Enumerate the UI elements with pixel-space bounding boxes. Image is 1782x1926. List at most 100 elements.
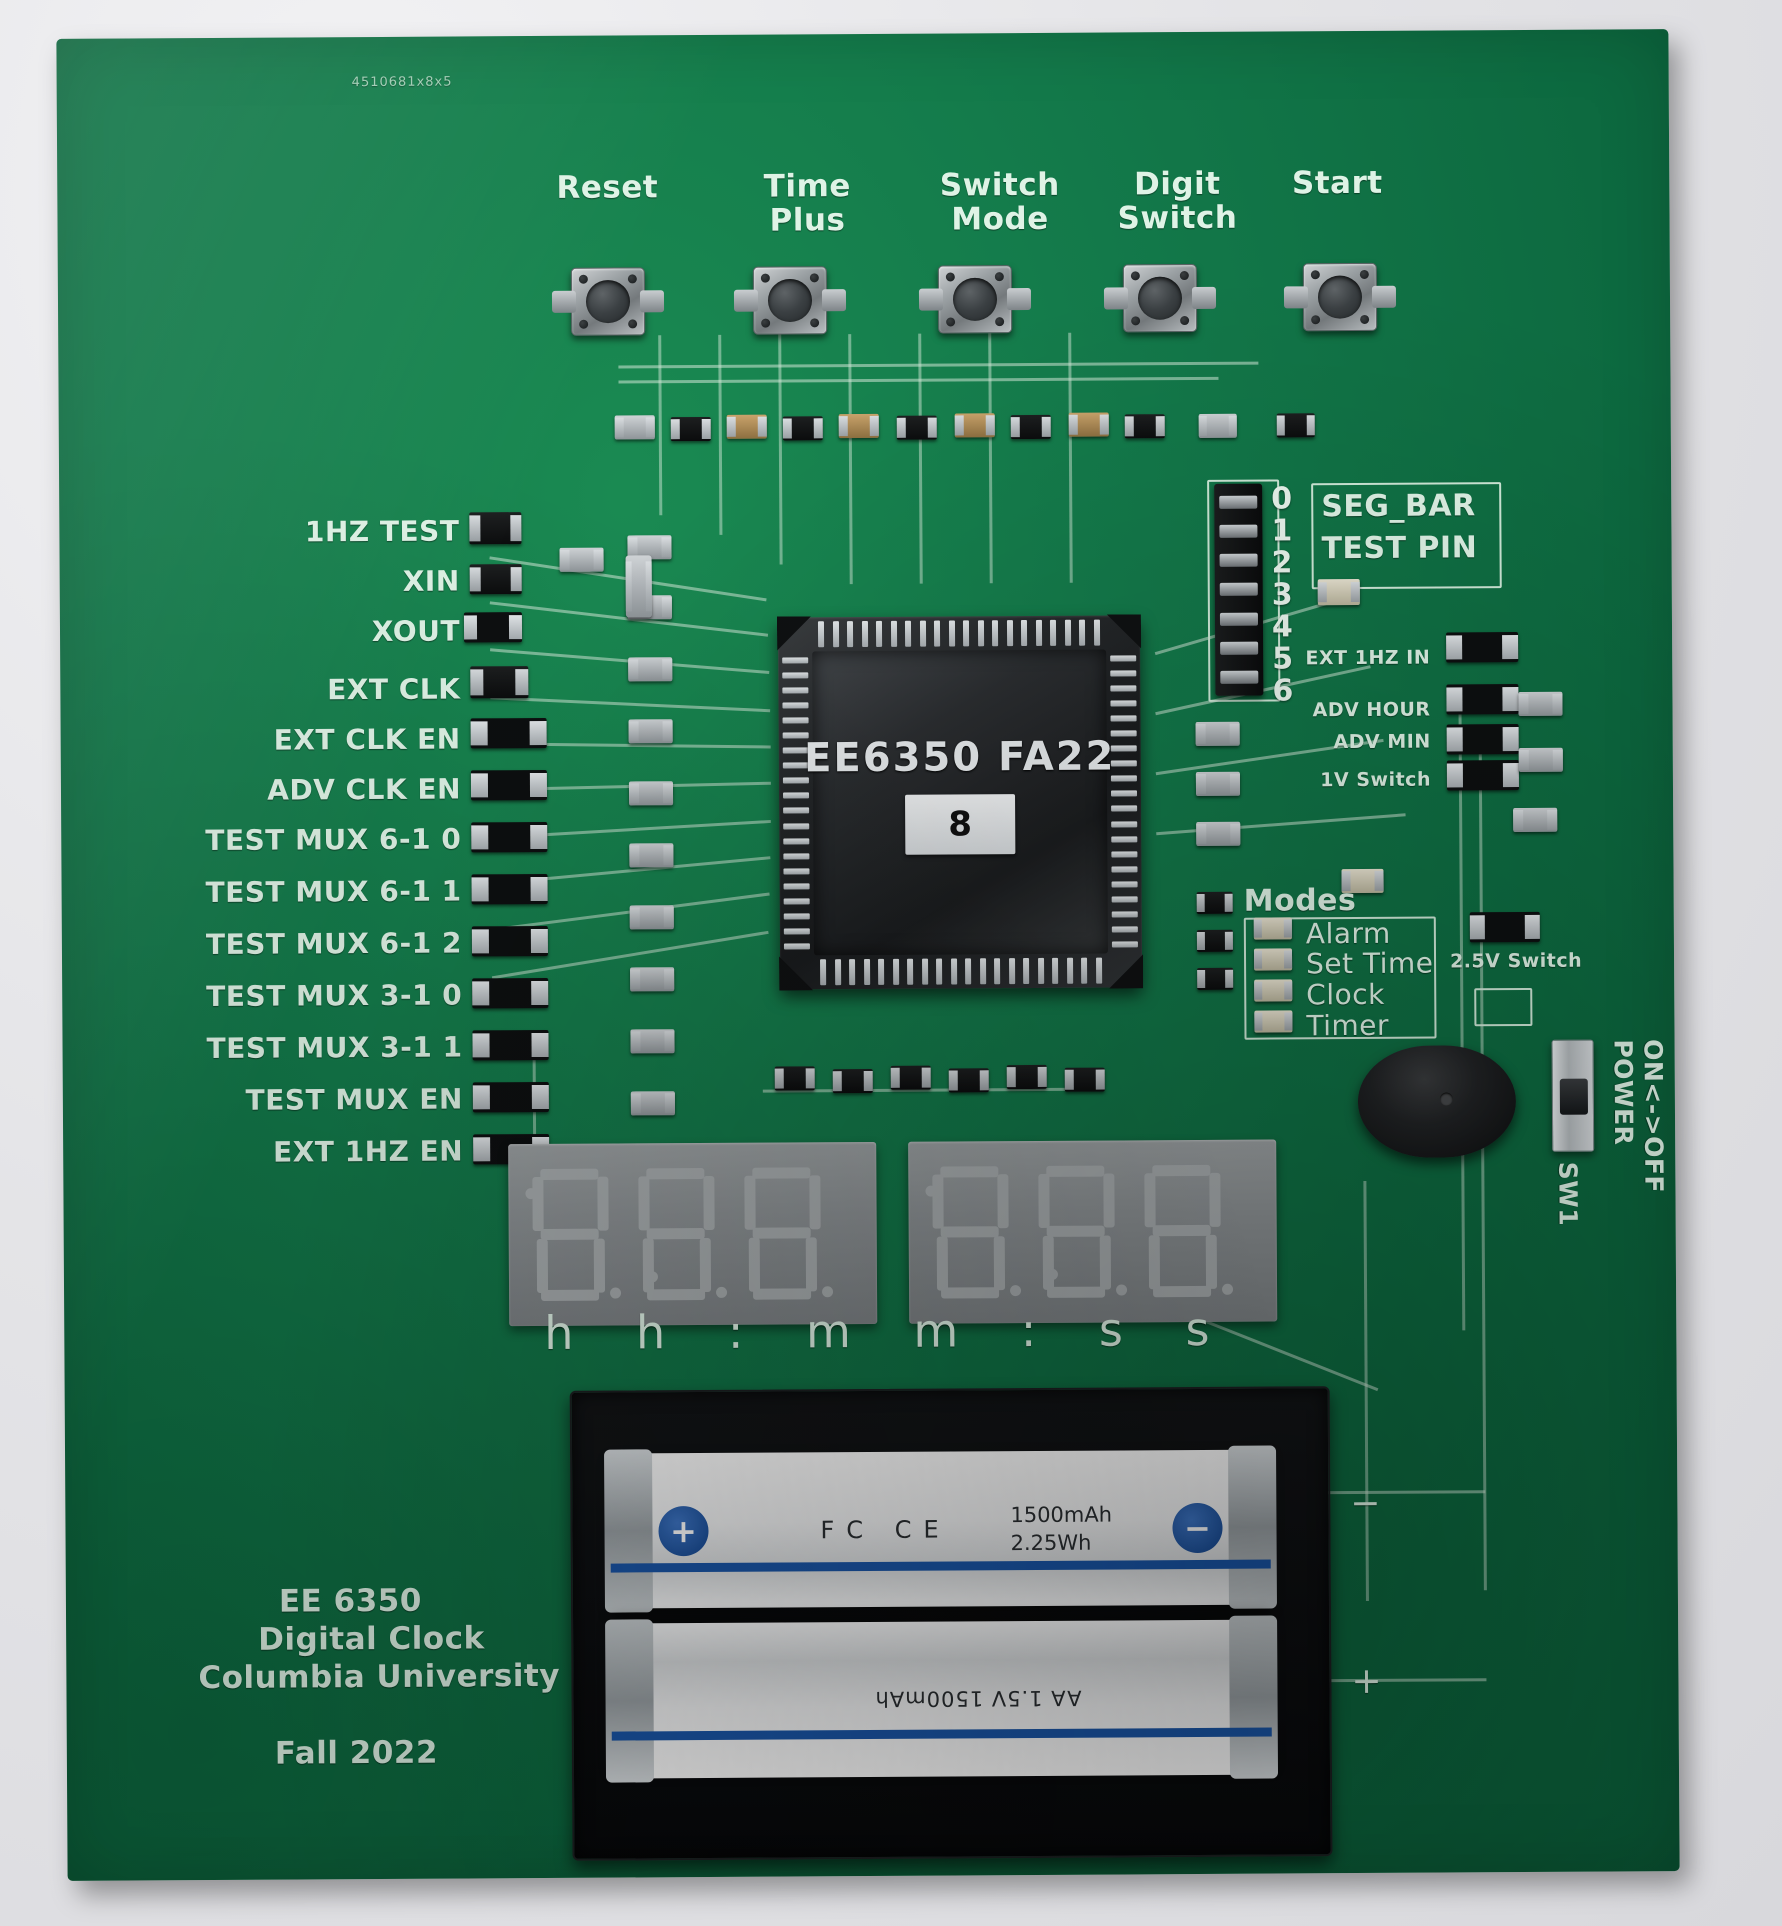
test-point-label-test-mux-3-1-0: TEST MUX 3-1 0 bbox=[206, 978, 463, 1014]
test-point-label-ext-1hz-en: EXT 1HZ EN bbox=[272, 1134, 464, 1169]
board-batch-marking: 4510681x8x5 bbox=[351, 74, 453, 91]
battery-cap-left bbox=[1229, 1615, 1279, 1779]
segbar-title-line2: TEST PIN bbox=[1321, 530, 1478, 567]
jumper-1v-switch[interactable] bbox=[1446, 760, 1520, 791]
segbar-title-line1: SEG_BAR bbox=[1321, 488, 1476, 525]
jumper-label-ext-1hz-in: EXT 1HZ IN bbox=[1305, 646, 1431, 670]
button-label-reset: Reset bbox=[556, 169, 659, 206]
display-module-right bbox=[908, 1139, 1278, 1324]
test-point-label-test-mux-6-1-1: TEST MUX 6-1 1 bbox=[205, 874, 462, 910]
title-term: Fall 2022 bbox=[274, 1734, 439, 1772]
mode-label-clock: Clock bbox=[1306, 977, 1385, 1012]
digit-switch-button[interactable] bbox=[1103, 263, 1217, 333]
jumper-label-adv-min: ADV MIN bbox=[1333, 730, 1431, 754]
test-point-label-test-mux-en: TEST MUX EN bbox=[245, 1082, 463, 1117]
switch-mode-button[interactable] bbox=[918, 265, 1032, 334]
test-pad-outline bbox=[1474, 987, 1533, 1027]
jumper-ext-1hz-in[interactable] bbox=[1446, 632, 1519, 663]
button-label-time-plus: Time Plus bbox=[763, 168, 851, 239]
reset-button[interactable] bbox=[551, 267, 665, 336]
mode-label-timer: Timer bbox=[1306, 1008, 1390, 1043]
seven-segment-digit bbox=[926, 1166, 1022, 1299]
qfp-pins-left bbox=[782, 657, 810, 950]
indicator-led bbox=[1317, 578, 1360, 606]
battery-terminal-plus: + bbox=[658, 1505, 709, 1556]
seven-segment-digit bbox=[1138, 1164, 1234, 1298]
modes-heading: Modes bbox=[1243, 883, 1357, 919]
jumper-adv-min[interactable] bbox=[1446, 724, 1519, 755]
battery-cap-left bbox=[604, 1449, 654, 1613]
battery-terminal-minus: − bbox=[1172, 1502, 1223, 1553]
test-point-label-ext-clk-en: EXT CLK EN bbox=[273, 722, 461, 757]
seven-segment-digit bbox=[526, 1168, 622, 1302]
button-label-switch-mode: Switch Mode bbox=[939, 166, 1060, 238]
switch-mode-button-plunger[interactable] bbox=[952, 277, 998, 321]
power-switch-knob[interactable] bbox=[1559, 1078, 1588, 1115]
jumper-adv-hour[interactable] bbox=[1446, 684, 1519, 715]
start-button-plunger[interactable] bbox=[1317, 275, 1363, 319]
test-point-label-xout: XOUT bbox=[371, 614, 461, 649]
power-switch-ref: SW1 bbox=[1553, 1161, 1583, 1227]
display-dot bbox=[925, 1185, 937, 1197]
button-label-start: Start bbox=[1291, 164, 1383, 202]
board-polarity-plus: + bbox=[1351, 1660, 1383, 1703]
chip-sticker: 8 bbox=[905, 794, 1016, 855]
switch-2v5[interactable] bbox=[1469, 911, 1540, 943]
battery-energy: 2.25Wh bbox=[1010, 1530, 1092, 1556]
start-button[interactable] bbox=[1283, 262, 1397, 332]
seven-segment-digit bbox=[738, 1167, 834, 1300]
battery-cell-bottom: AA 1.5V 1500mAh bbox=[605, 1615, 1279, 1783]
segbar-test-pin-header[interactable] bbox=[1214, 483, 1264, 696]
solder-leg bbox=[551, 290, 577, 313]
test-point-label-test-mux-6-1-0: TEST MUX 6-1 0 bbox=[205, 822, 462, 858]
battery-cert-marks: FC CE bbox=[820, 1515, 951, 1545]
buzzer-sound-hole bbox=[1440, 1092, 1454, 1106]
button-label-digit-switch: Digit Switch bbox=[1117, 165, 1238, 237]
segbar-pin-number-4: 4 bbox=[1271, 609, 1293, 645]
segbar-pin-number-0: 0 bbox=[1271, 481, 1293, 517]
qfp-pins-right bbox=[1110, 655, 1138, 948]
battery-cell-top: + − FC CE 1500mAh 2.25Wh bbox=[604, 1445, 1277, 1613]
test-point-label-adv-clk-en: ADV CLK EN bbox=[267, 772, 462, 807]
mode-label-alarm: Alarm bbox=[1305, 916, 1391, 951]
title-institution: Columbia University bbox=[198, 1657, 561, 1697]
battery-cap-right bbox=[605, 1619, 655, 1783]
battery-cap-right bbox=[1228, 1445, 1277, 1609]
battery-capacity: 1500mAh bbox=[1010, 1502, 1113, 1528]
power-slide-switch[interactable] bbox=[1551, 1039, 1595, 1152]
chip-marking: EE6350 FA22 bbox=[804, 733, 1116, 782]
test-point-label-xin: XIN bbox=[402, 564, 460, 598]
segbar-pin-number-1: 1 bbox=[1271, 513, 1293, 549]
switch-2v5-label: 2.5V Switch bbox=[1449, 949, 1583, 973]
mode-label-set-time: Set Time bbox=[1305, 946, 1434, 981]
segbar-pin-number-3: 3 bbox=[1271, 577, 1293, 613]
reset-button-plunger[interactable] bbox=[585, 279, 631, 324]
solder-leg bbox=[639, 290, 665, 313]
power-direction-label: ON<->OFF bbox=[1638, 1039, 1669, 1194]
jumper-label-adv-hour: ADV HOUR bbox=[1312, 698, 1431, 722]
time-plus-button-plunger[interactable] bbox=[767, 278, 813, 323]
battery-bottom-text: AA 1.5V 1500mAh bbox=[874, 1685, 1082, 1711]
display-module-left bbox=[508, 1141, 878, 1327]
display-caption: h h : m m : s s bbox=[544, 1301, 1234, 1360]
jumper-label-1v-switch: 1V Switch bbox=[1320, 768, 1432, 792]
pcb-board: 4510681x8x5 Reset Time Plus bbox=[56, 29, 1680, 1881]
test-point-label-test-mux-6-1-2: TEST MUX 6-1 2 bbox=[205, 926, 463, 962]
test-point-label-1hz-test: 1HZ TEST bbox=[304, 514, 460, 549]
test-point-label-test-mux-3-1-1: TEST MUX 3-1 1 bbox=[206, 1030, 463, 1066]
digit-switch-button-plunger[interactable] bbox=[1137, 276, 1183, 320]
display-dot bbox=[1046, 1268, 1058, 1280]
qfp-pins-bottom bbox=[820, 957, 1102, 986]
segbar-pin-number-2: 2 bbox=[1271, 545, 1293, 581]
display-dot bbox=[646, 1271, 658, 1283]
test-point-label-ext-clk: EXT CLK bbox=[327, 672, 461, 707]
title-course: EE 6350 bbox=[278, 1582, 422, 1620]
time-plus-button[interactable] bbox=[733, 266, 847, 335]
microcontroller-qfp: EE6350 FA22 8 bbox=[778, 615, 1142, 989]
display-dot bbox=[525, 1188, 537, 1200]
title-project: Digital Clock bbox=[258, 1620, 485, 1658]
power-label: POWER bbox=[1608, 1039, 1639, 1146]
board-polarity-minus: − bbox=[1350, 1482, 1382, 1525]
seven-segment-digit bbox=[1032, 1165, 1128, 1298]
piezo-buzzer bbox=[1357, 1045, 1517, 1159]
